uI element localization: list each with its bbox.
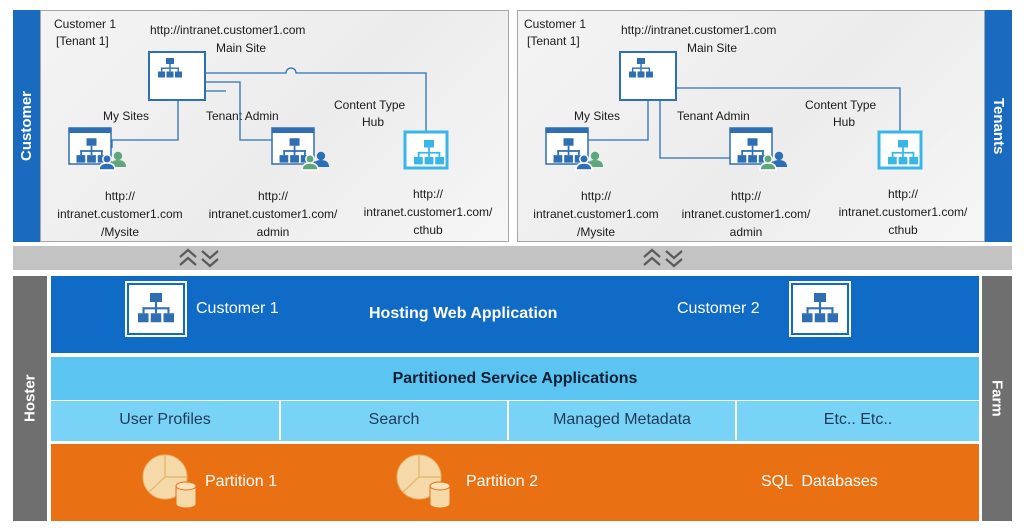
service-etc: Etc.. Etc.. [823, 411, 893, 428]
tenant-admin-label: Tenant Admin [677, 109, 750, 123]
customer-sidebar: Customer [13, 10, 40, 242]
content-type-hub-label: Content Type [334, 98, 406, 112]
hoster-sidebar-label: Hoster [21, 374, 39, 423]
partition-2-database-icon [396, 454, 451, 509]
content-type-hub-label: Content Type [805, 98, 877, 112]
tenant-id: [Tenant 1] [527, 34, 580, 48]
customer-1-site-icon [125, 281, 187, 337]
sql-databases [51, 444, 979, 521]
my-sites-url: http://intranet.customer1.com/Mysite [533, 189, 659, 239]
content-type-hub-label-2: Hub [362, 115, 385, 129]
double-chevron-icon [179, 248, 219, 268]
service-search: Search [368, 411, 420, 428]
partition-1-database-icon [142, 454, 197, 509]
admin-url: http://intranet.customer1.com/admin [208, 189, 338, 239]
double-chevron-icon [643, 248, 683, 268]
service-row [51, 400, 979, 441]
partition-1-label: Partition 1 [205, 473, 278, 490]
cthub-url: http://intranet.customer1.com/cthub [363, 187, 493, 237]
main-site-label: Main Site [216, 41, 267, 55]
service-managed-metadata: Managed Metadata [553, 411, 691, 428]
my-sites-label: My Sites [574, 109, 621, 123]
tenant-admin-label: Tenant Admin [206, 109, 279, 123]
service-divider [279, 400, 281, 440]
service-divider [507, 400, 509, 440]
sql-databases-label: SQL Databases [761, 473, 878, 490]
hoster-sidebar: Hoster [13, 276, 47, 521]
tenant-id: [Tenant 1] [56, 34, 109, 48]
service-divider [735, 400, 737, 440]
customer-2-site-icon [789, 281, 851, 337]
service-applications-title: Partitioned Service Applications [392, 370, 638, 387]
farm-sidebar: Farm [982, 276, 1012, 521]
my-sites-url: http://intranet.customer1.com/Mysite [57, 189, 183, 239]
customer-sidebar-label: Customer [18, 91, 35, 162]
cthub-url: http://intranet.customer1.com/cthub [838, 187, 968, 237]
hosting-customer-2-label: Customer 2 [677, 300, 760, 317]
tenants-sidebar: Tenants [985, 10, 1012, 242]
service-user-profiles: User Profiles [119, 411, 211, 428]
farm-sidebar-label: Farm [988, 380, 1006, 417]
my-sites-label: My Sites [103, 109, 150, 123]
main-site-url: http://intranet.customer1.com [621, 23, 777, 37]
content-type-hub-label-2: Hub [833, 115, 856, 129]
main-site-url: http://intranet.customer1.com [150, 23, 306, 37]
tenant-name: Customer 1 [524, 17, 587, 31]
separator-band [13, 246, 1012, 270]
hosting-web-application-title: Hosting Web Application [369, 305, 558, 322]
hosting-customer-1-label: Customer 1 [196, 300, 279, 317]
admin-url: http://intranet.customer1.com/admin [681, 189, 811, 239]
partition-2-label: Partition 2 [466, 473, 539, 490]
tenants-sidebar-label: Tenants [990, 97, 1007, 155]
main-site-label: Main Site [687, 41, 738, 55]
tenant-name: Customer 1 [54, 17, 117, 31]
